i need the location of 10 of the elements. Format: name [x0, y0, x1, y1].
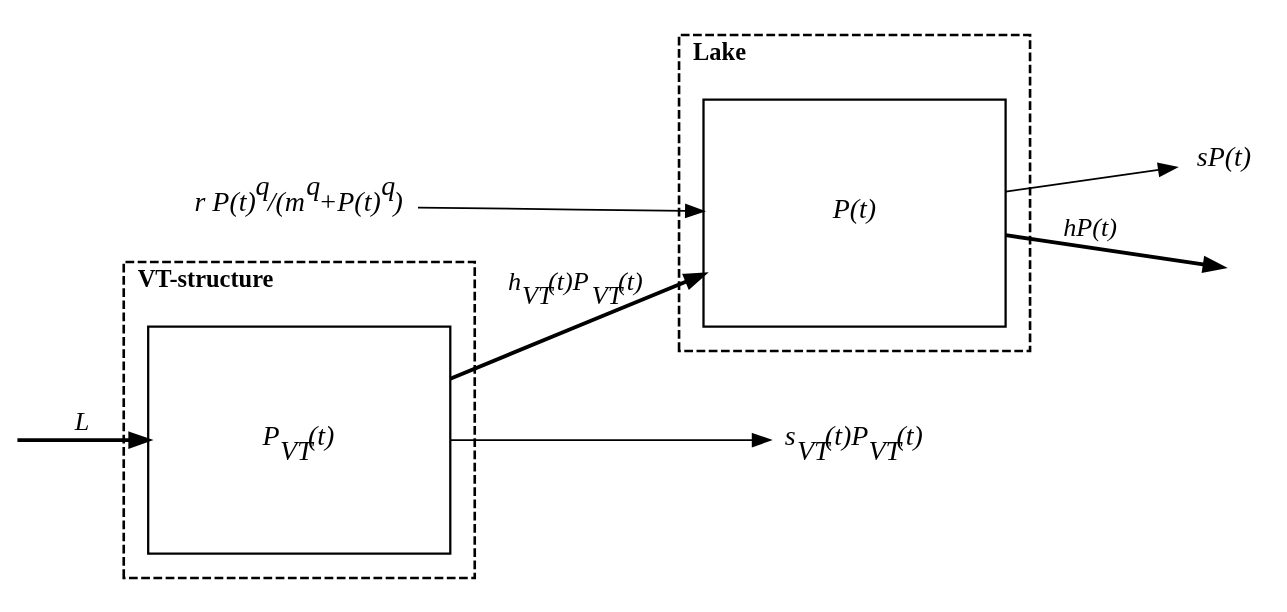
arrow: [1004, 162, 1179, 193]
arrow: [449, 432, 773, 447]
edge-label: hP(t): [1063, 212, 1118, 242]
arrow: [417, 203, 706, 218]
node-text: sP(t): [1196, 140, 1252, 172]
edge-label: L: [74, 406, 90, 436]
arrow: [449, 271, 709, 380]
node-box: P(t): [702, 97, 1007, 328]
arrow: [1005, 232, 1228, 273]
arrow: [17, 430, 154, 449]
